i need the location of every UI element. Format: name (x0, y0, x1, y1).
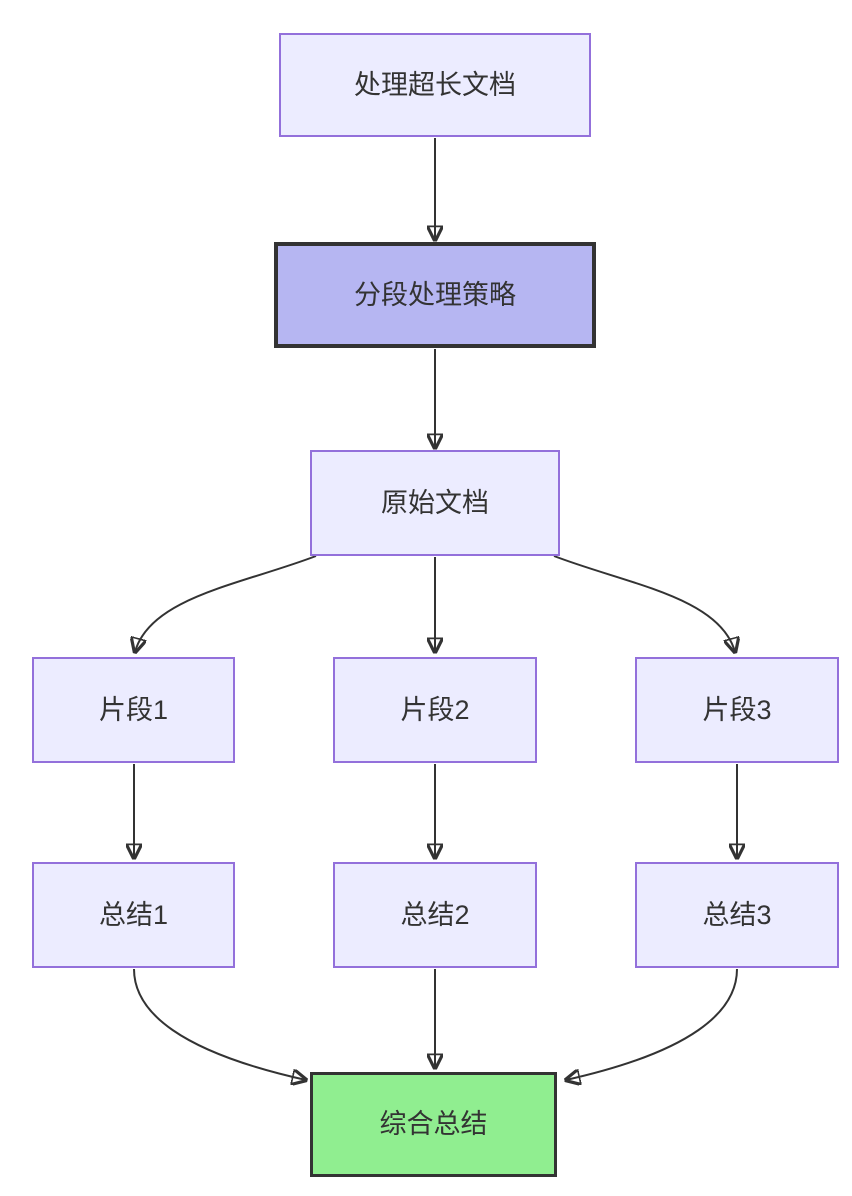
edge-g-j-arrow (133, 968, 306, 1080)
node-label: 片段2 (400, 694, 470, 725)
node-chunk-1: 片段1 (32, 657, 235, 763)
node-label: 综合总结 (379, 1109, 488, 1140)
node-label: 总结2 (400, 899, 470, 930)
node-original-document: 原始文档 (310, 450, 560, 556)
node-summary-2: 总结2 (333, 862, 537, 968)
node-label: 总结3 (702, 899, 772, 930)
node-label: 处理超长文档 (354, 69, 516, 100)
node-chunk-3: 片段3 (635, 657, 839, 763)
node-segmentation-strategy: 分段处理策略 (274, 242, 596, 348)
node-label: 片段1 (98, 694, 169, 725)
node-summary-1: 总结1 (32, 862, 235, 968)
node-combined-summary: 综合总结 (310, 1072, 557, 1177)
node-chunk-2: 片段2 (333, 657, 537, 763)
node-label: 原始文档 (381, 487, 489, 518)
node-process-long-document: 处理超长文档 (279, 33, 591, 137)
node-label: 片段3 (702, 694, 772, 725)
edge-c-d-arrow (135, 555, 317, 652)
edge-c-f-arrow (553, 555, 735, 652)
edge-i-j-arrow (566, 968, 738, 1080)
node-label: 分段处理策略 (354, 279, 516, 310)
node-label: 总结1 (98, 899, 169, 930)
node-summary-3: 总结3 (635, 862, 839, 968)
